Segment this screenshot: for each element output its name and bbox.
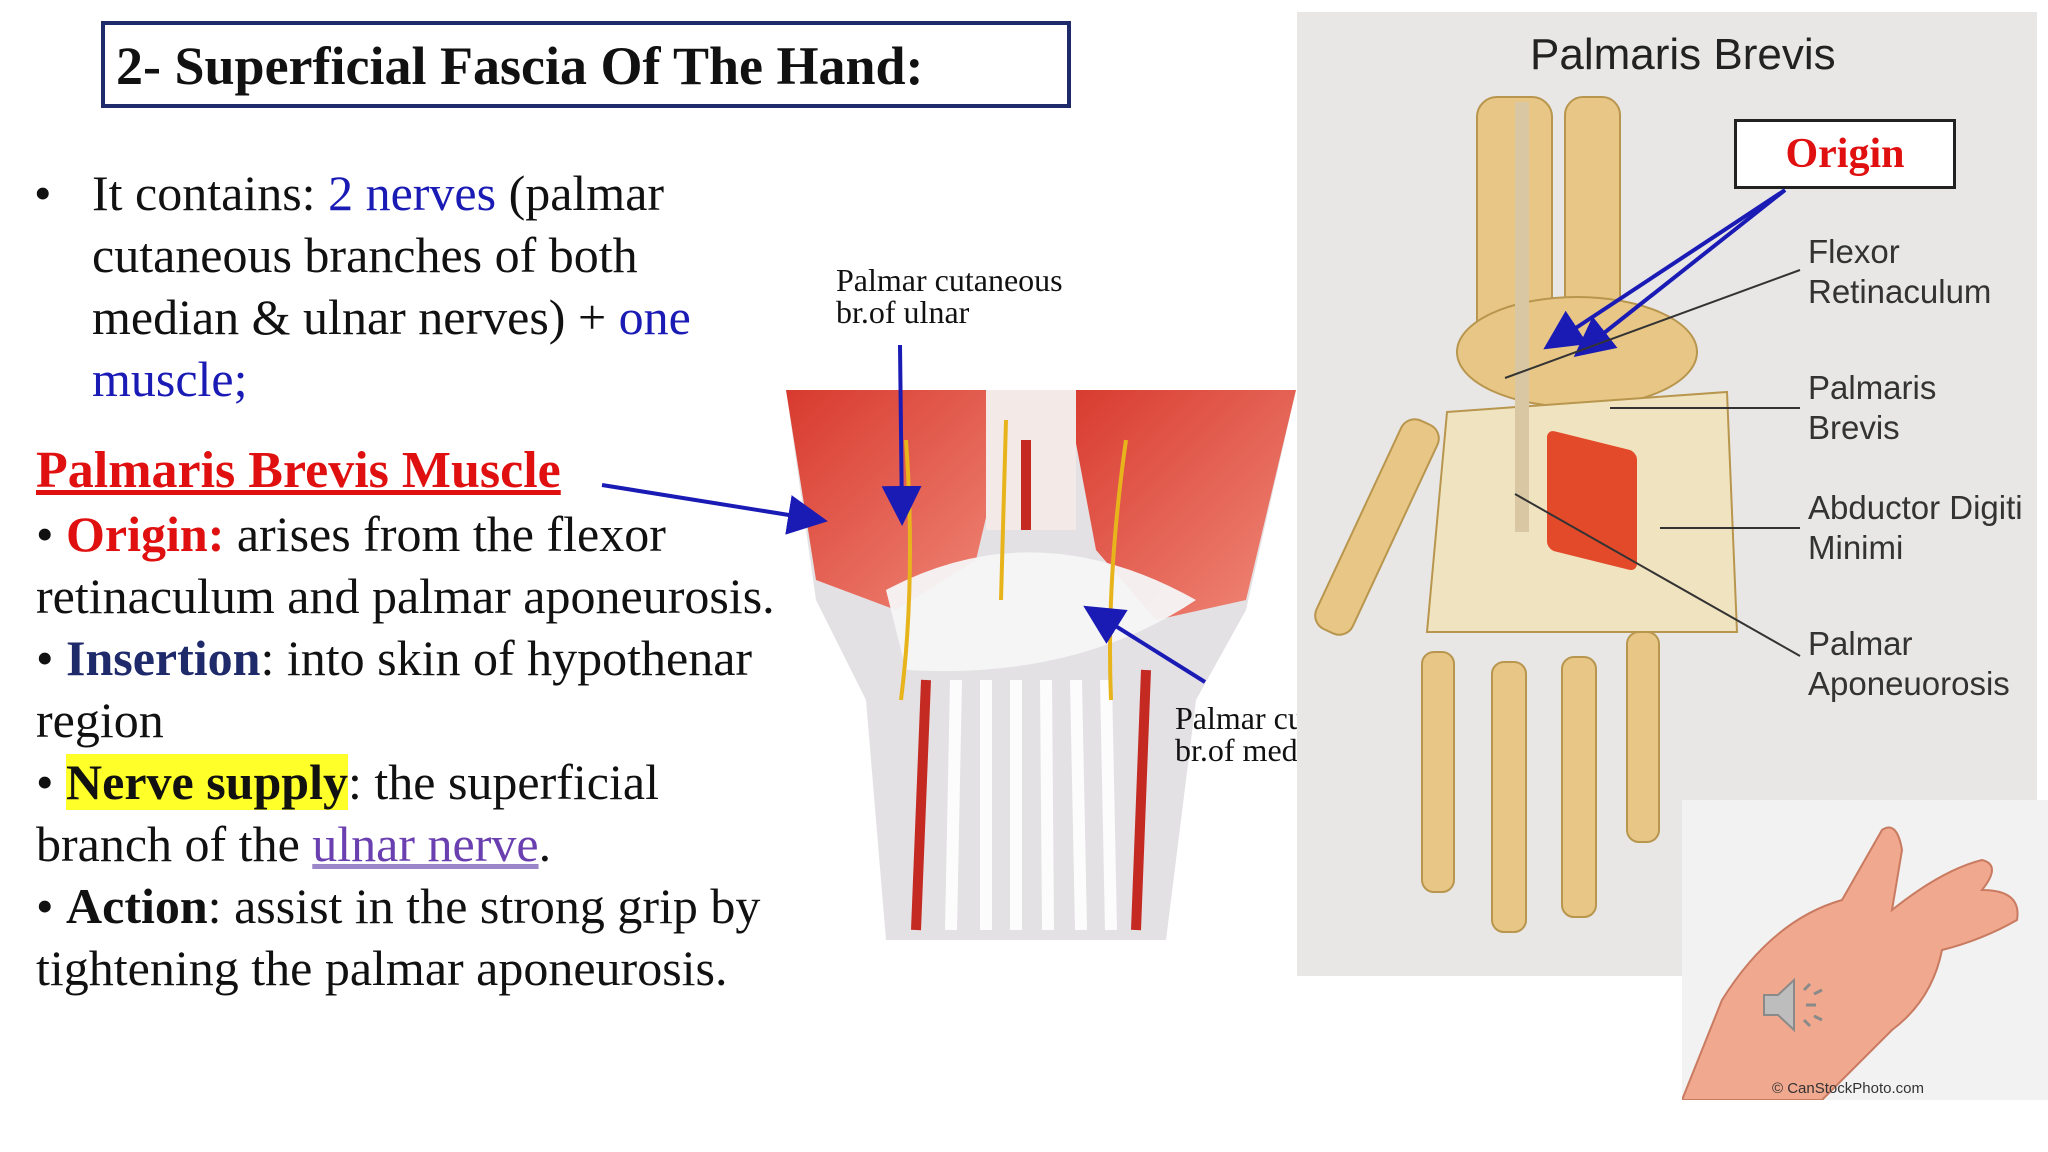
intro-text: It contains: 2 nerves (palmar cutaneous … — [92, 165, 691, 407]
label-palmaris-brevis: Palmaris Brevis — [1808, 369, 1937, 446]
muscle-details: • Origin: arises from the flexor retinac… — [36, 503, 796, 999]
nerves-highlight: 2 nerves — [328, 165, 497, 221]
wrist-dissection-illustration — [786, 390, 1296, 940]
origin-item: • Origin: arises from the flexor retinac… — [36, 506, 775, 624]
action-item: • Action: assist in the strong grip by t… — [36, 878, 761, 996]
ulnar-branch-label: Palmar cutaneous br.of ulnar — [836, 262, 1063, 330]
copyright-notice: © CanStockPhoto.com — [1772, 1080, 1924, 1097]
intro-bullet: • It contains: 2 nerves (palmar cutaneou… — [34, 162, 774, 410]
hand-photo — [1682, 800, 2048, 1100]
muscle-heading: Palmaris Brevis Muscle — [36, 442, 561, 499]
label-flexor-retinaculum: Flexor Retinaculum — [1808, 233, 1992, 310]
label-abductor-digiti-minimi: Abductor Digiti Minimi — [1808, 489, 2023, 566]
label-palmar-aponeurosis: Palmar Aponeuorosis — [1808, 625, 2010, 702]
origin-label: Origin: — [66, 506, 225, 562]
action-label: Action — [66, 878, 208, 934]
insertion-label: Insertion — [66, 630, 261, 686]
title-frame — [101, 21, 1071, 108]
speaker-icon[interactable] — [1756, 970, 1836, 1040]
insertion-item: • Insertion: into skin of hypothenar reg… — [36, 630, 753, 748]
slide-title: 2- Superficial Fascia Of The Hand: — [116, 36, 924, 96]
panel-title: Palmaris Brevis — [1530, 30, 1836, 79]
muscle-highlight: one muscle; — [92, 289, 691, 407]
bullet-glyph: • — [34, 165, 52, 221]
nerve-supply-item: • Nerve supply: the superficial branch o… — [36, 754, 659, 872]
ulnar-nerve-link[interactable]: ulnar nerve — [312, 816, 539, 872]
origin-callout: Origin — [1734, 119, 1956, 189]
nerve-supply-label: Nerve supply — [66, 754, 348, 810]
